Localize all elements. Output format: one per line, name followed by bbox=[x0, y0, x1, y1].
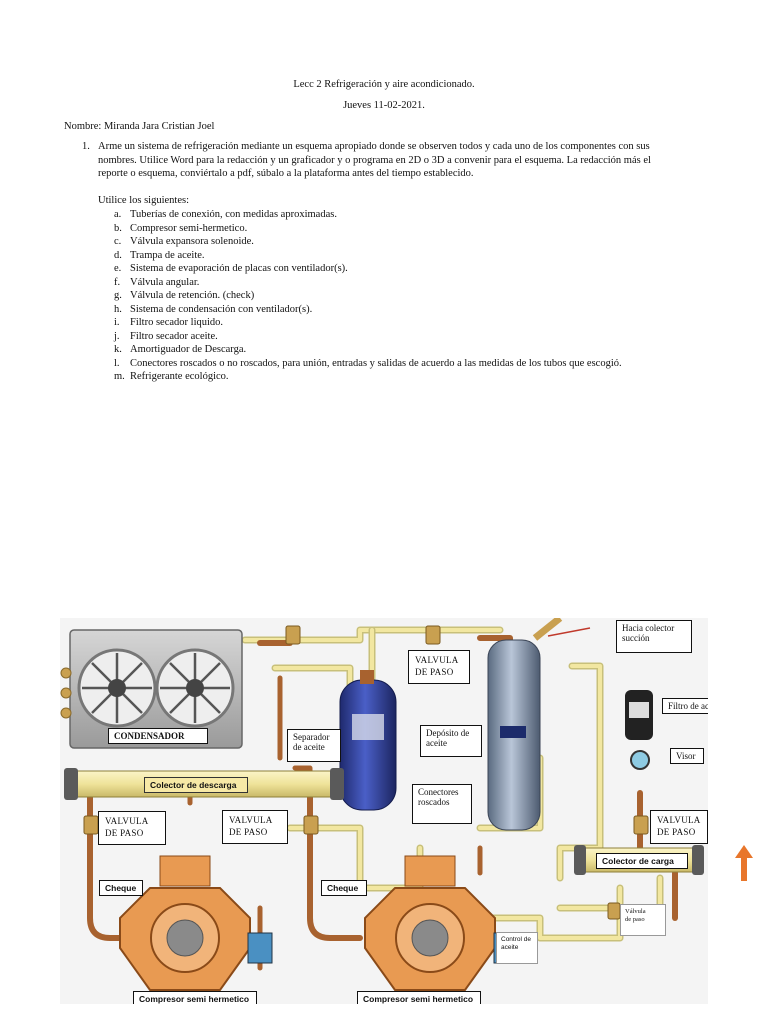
small-valve-label-line1: Válvula bbox=[625, 908, 646, 915]
list-item: Trampa de aceite. bbox=[130, 249, 205, 261]
compressor-mid bbox=[364, 855, 519, 991]
list-item: Válvula expansora solenoide. bbox=[130, 236, 254, 247]
instruction-line-3: reporte o esquema, conviértalo a pdf, sú… bbox=[98, 168, 474, 179]
list-letter: f. bbox=[114, 276, 121, 288]
condenser-unit bbox=[60, 629, 243, 749]
list-letter: j. bbox=[114, 330, 120, 342]
student-name: Nombre: Miranda Jara Cristian Joel bbox=[64, 121, 215, 132]
valve-label-right: VALVULA DE PASO bbox=[650, 810, 708, 844]
valve-label-left: VALVULA DE PASO bbox=[98, 811, 166, 845]
list-letter: b. bbox=[114, 222, 122, 234]
list-letter: l. bbox=[114, 357, 120, 369]
oil-separator-label-line2: de aceite bbox=[293, 742, 325, 752]
list-letter: k. bbox=[114, 344, 122, 355]
list-item: Sistema de evaporación de placas con ven… bbox=[130, 263, 348, 274]
refrigeration-diagram: CONDENSADOR Separador de aceite VALVULA … bbox=[60, 618, 708, 1004]
list-letter: g. bbox=[114, 290, 122, 301]
item-number: 1. bbox=[82, 141, 90, 152]
check-valve-label-left: Cheque bbox=[99, 880, 143, 896]
list-letter: c. bbox=[114, 236, 122, 247]
compressor-left bbox=[119, 855, 273, 991]
threaded-connectors-label-line1: Conectores bbox=[418, 787, 459, 797]
oil-reservoir-label-line2: aceite bbox=[426, 738, 447, 748]
small-valve-label-line2: de paso bbox=[625, 916, 645, 923]
list-item: Sistema de condensación con ventilador(s… bbox=[130, 303, 313, 315]
valve-label-mid-line1: VALVULA bbox=[229, 815, 273, 825]
check-valve-label-mid: Cheque bbox=[321, 880, 367, 896]
oil-filter bbox=[625, 690, 653, 770]
oil-control-label-line2: aceite bbox=[501, 944, 519, 951]
oil-filter-label: Filtro de aceite bbox=[662, 698, 708, 714]
document-date: Jueves 11-02-2021. bbox=[343, 100, 425, 111]
suction-collector-label-line1: Hacia colector bbox=[622, 623, 675, 633]
list-letter: e. bbox=[114, 263, 122, 274]
instruction-line-1: Arme un sistema de refrigeración mediant… bbox=[98, 141, 650, 152]
use-following-label: Utilice los siguientes: bbox=[98, 195, 189, 206]
valve-label-top: VALVULA DE PASO bbox=[408, 650, 470, 684]
list-letter: h. bbox=[114, 303, 122, 315]
small-valve-label: Válvula de paso bbox=[620, 904, 666, 936]
list-item: Válvula de retención. (check) bbox=[130, 290, 255, 301]
suction-pointer bbox=[547, 627, 591, 637]
diagram-artwork bbox=[60, 618, 704, 991]
compressor-left-label: Compresor semi hermetico bbox=[133, 991, 257, 1004]
valve-label-mid-line2: DE PASO bbox=[229, 827, 268, 837]
instruction-line-2: nombres. Utilice Word para la redacción … bbox=[98, 154, 651, 166]
oil-separator-label-line1: Separador bbox=[293, 732, 330, 742]
condenser-label: CONDENSADOR bbox=[108, 728, 208, 744]
suction-collector-label-line2: succión bbox=[622, 633, 650, 643]
list-item: Válvula angular. bbox=[130, 276, 200, 288]
list-letter: m. bbox=[114, 371, 125, 382]
valves bbox=[83, 625, 649, 920]
list-item: Filtro secador aceite. bbox=[130, 330, 218, 342]
charge-collector-label: Colector de carga bbox=[596, 853, 688, 869]
list-letter: i. bbox=[114, 317, 120, 328]
oil-separator-label: Separador de aceite bbox=[287, 729, 341, 762]
list-item: Compresor semi-hermetico. bbox=[130, 222, 248, 234]
threaded-connectors-label: Conectores roscados bbox=[412, 784, 472, 824]
compressor-mid-label: Compresor semi hermetico bbox=[357, 991, 481, 1004]
list-item: Amortiguador de Descarga. bbox=[130, 344, 247, 355]
oil-reservoir-tank bbox=[487, 618, 563, 831]
list-item: Refrigerante ecológico. bbox=[130, 371, 229, 382]
oil-reservoir-label: Depósito de aceite bbox=[420, 725, 482, 757]
valve-label-right-line1: VALVULA bbox=[657, 815, 701, 825]
list-letter: a. bbox=[114, 209, 122, 220]
threaded-connectors-label-line2: roscados bbox=[418, 797, 450, 807]
oil-control-label-line1: Control de bbox=[501, 936, 531, 943]
valve-label-mid: VALVULA DE PASO bbox=[222, 810, 288, 844]
list-item: Tuberías de conexión, con medidas aproxi… bbox=[130, 209, 337, 220]
suction-collector-label: Hacia colector succión bbox=[616, 620, 692, 653]
valve-label-left-line2: DE PASO bbox=[105, 828, 144, 838]
sight-glass-label: Visor bbox=[670, 748, 704, 764]
valve-label-right-line2: DE PASO bbox=[657, 827, 696, 837]
discharge-collector-label: Colector de descarga bbox=[144, 777, 248, 793]
oil-reservoir-label-line1: Depósito de bbox=[426, 728, 470, 738]
valve-label-top-line1: VALVULA bbox=[415, 655, 459, 665]
oil-separator-tank bbox=[339, 670, 397, 811]
valve-label-left-line1: VALVULA bbox=[105, 816, 149, 826]
list-item: Filtro secador liquido. bbox=[130, 317, 224, 328]
valve-label-top-line2: DE PASO bbox=[415, 667, 454, 677]
oil-control-label: Control de aceite bbox=[496, 932, 538, 964]
list-letter: d. bbox=[114, 249, 122, 261]
arrow-up-icon bbox=[735, 845, 753, 881]
list-item: Conectores roscados o no roscados, para … bbox=[130, 357, 622, 369]
document-title: Lecc 2 Refrigeración y aire acondicionad… bbox=[293, 79, 475, 90]
